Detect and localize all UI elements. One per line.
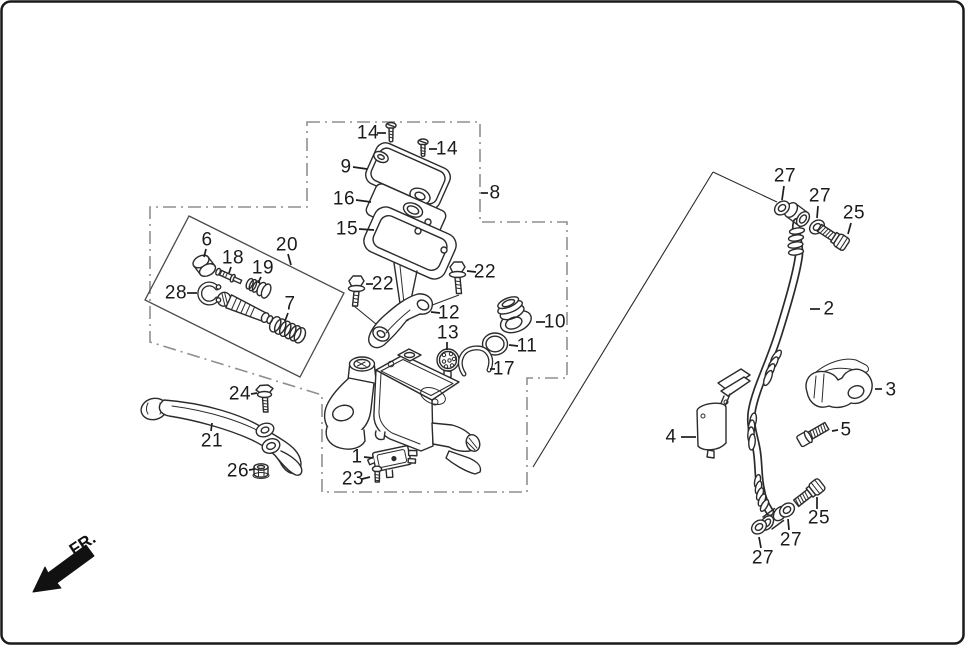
reference-line-1	[532, 171, 714, 468]
part-26-lever-pivot-nut	[252, 463, 270, 479]
part-5-bracket-bolt	[796, 421, 830, 448]
callout-label-4-30: 4	[665, 427, 676, 448]
callout-label-27-32: 27	[780, 530, 802, 551]
part-22-holder-bolt-b	[448, 261, 467, 295]
fr-arrow	[32, 544, 95, 593]
part-25-oil-bolt-top	[816, 223, 851, 251]
callout-label-10-10: 10	[544, 312, 566, 333]
callout-label-27-33: 27	[752, 548, 774, 569]
part-4-hose-clamp	[696, 368, 751, 459]
callout-leader-27-26	[816, 205, 819, 219]
part-14-cover-screw-a	[385, 121, 397, 143]
part-22-holder-bolt-a	[347, 275, 366, 307]
callout-label-25-31: 25	[808, 508, 830, 529]
part-7-spring	[268, 316, 307, 344]
part-23-switch-screw	[371, 465, 383, 483]
callout-leader-16-3	[355, 199, 372, 203]
callout-label-24-19: 24	[229, 384, 251, 405]
part-19-secondary-cup	[245, 277, 272, 299]
callout-leader-23-23	[361, 476, 371, 480]
callout-leader-24-19	[250, 392, 258, 395]
callout-leader-5-29	[831, 429, 839, 432]
part-27-washer-top-a	[773, 200, 791, 216]
callout-label-6-13: 6	[201, 230, 212, 251]
assembly-boundary	[149, 121, 568, 493]
callout-label-12-8: 12	[438, 303, 460, 324]
callout-leader-27-32	[787, 518, 790, 531]
part-11-snap-ring	[481, 332, 509, 356]
callout-label-21-20: 21	[201, 431, 223, 452]
callout-label-28-17: 28	[165, 283, 187, 304]
callout-label-27-25: 27	[774, 166, 796, 187]
part-17-rod-clip	[458, 345, 494, 377]
kit-box	[144, 215, 345, 378]
callout-label-2-24: 2	[823, 299, 834, 320]
part-21-brake-lever	[140, 397, 303, 476]
fr-label: FR.	[66, 529, 99, 560]
part-24-lever-pivot-bolt	[255, 384, 274, 413]
callout-leader-18-14	[228, 266, 232, 274]
part-3-hose-bracket	[805, 358, 873, 409]
callout-label-26-21: 26	[227, 461, 249, 482]
callout-label-14-0: 14	[357, 123, 379, 144]
callout-label-22-6: 22	[372, 274, 394, 295]
callout-label-23-23: 23	[342, 469, 364, 490]
callout-label-11-11: 11	[517, 336, 538, 357]
part-12-handlebar-holder	[368, 293, 434, 349]
callout-label-1-22: 1	[351, 447, 362, 468]
callout-label-9-2: 9	[340, 157, 351, 178]
callout-label-8-5: 8	[489, 183, 500, 204]
callout-leader-22-7	[466, 270, 477, 273]
callout-label-25-27: 25	[843, 203, 865, 224]
reference-line-2	[712, 171, 778, 203]
callout-label-20-16: 20	[276, 235, 298, 256]
callout-leader-19-15	[257, 276, 262, 284]
callout-label-7-18: 7	[284, 294, 295, 315]
callout-label-15-4: 15	[336, 219, 358, 240]
callout-leader-1-22	[363, 456, 374, 459]
callout-label-13-9: 13	[437, 323, 459, 344]
callout-leader-9-2	[352, 166, 368, 170]
part-27-washer-bottom-a	[778, 502, 796, 518]
part-14-cover-screw-b	[417, 138, 429, 158]
part-10-boot	[497, 296, 532, 334]
callout-leader-6-13	[203, 248, 207, 258]
callout-label-16-3: 16	[333, 189, 355, 210]
part-2-brake-hose	[746, 202, 811, 531]
callout-label-18-14: 18	[222, 248, 244, 269]
callout-label-19-15: 19	[252, 258, 274, 279]
callout-leader-21-20	[210, 422, 213, 432]
callout-label-5-29: 5	[840, 420, 851, 441]
part-25-oil-bolt-bottom	[793, 478, 826, 508]
callout-leader-27-25	[781, 185, 785, 201]
part-9-reservoir-cover	[365, 142, 451, 210]
callout-label-22-7: 22	[474, 262, 496, 283]
part-28-snap-ring	[197, 281, 222, 306]
callout-leader-20-16	[287, 253, 292, 266]
parts-artwork	[140, 121, 873, 535]
part-1-brake-light-switch	[366, 445, 418, 479]
part-18-push-rod-pin	[215, 267, 243, 285]
callout-label-3-28: 3	[885, 380, 896, 401]
callout-label-17-12: 17	[493, 359, 515, 380]
part-27-washer-bottom-b	[750, 519, 768, 535]
callout-leader-7-18	[284, 312, 289, 322]
callout-leader-11-11	[508, 344, 519, 347]
callout-leader-26-21	[248, 468, 256, 471]
callout-leader-12-8	[430, 311, 441, 314]
callout-leader-25-27	[847, 222, 852, 235]
part-master-cylinder-body	[323, 348, 482, 475]
callout-leader-15-4	[358, 228, 375, 231]
callout-leader-27-33	[758, 536, 762, 549]
part-6-piston-cup	[192, 254, 217, 277]
callout-label-27-26: 27	[809, 186, 831, 207]
callout-label-14-1: 14	[436, 139, 458, 160]
